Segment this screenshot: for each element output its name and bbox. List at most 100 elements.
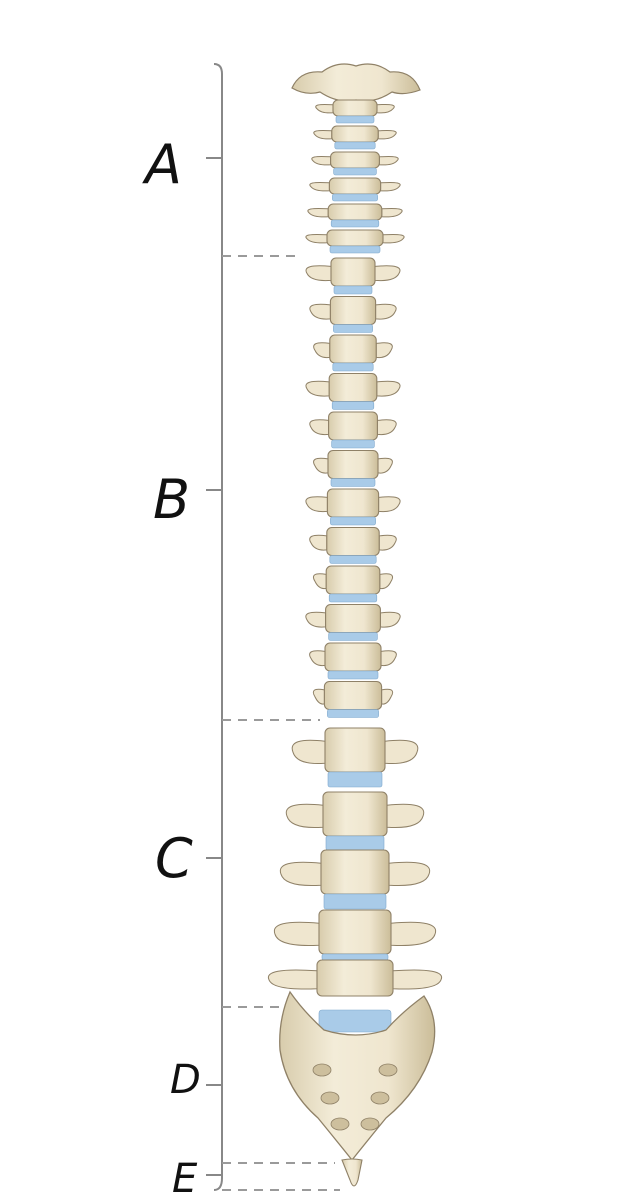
transverse-process-right [378,155,399,166]
intervertebral-disc [332,193,378,202]
thoracic-vertebral-body [329,295,377,326]
transverse-process-right [379,573,394,590]
region-bracket [206,63,223,1191]
sacral-foramen [330,1117,350,1131]
transverse-process-left [285,803,324,829]
transverse-process-right [381,207,403,218]
atlas-vertebra [291,63,421,102]
intervertebral-disc [333,285,373,295]
thoracic-vertebral-body [326,526,380,557]
transverse-process-left [309,650,326,667]
transverse-process-left [305,265,332,282]
transverse-process-right [374,265,401,282]
transverse-process-left [313,457,329,474]
region-boundaries [222,255,340,1191]
intervertebral-disc [331,401,375,410]
transverse-process-left [313,342,331,359]
intervertebral-disc [329,245,381,254]
intervertebral-disc [328,593,378,603]
transverse-process-left [312,688,325,705]
transverse-process-left [309,419,330,436]
transverse-process-right [376,419,397,436]
transverse-process-left [291,739,326,765]
thoracic-vertebral-body [328,411,378,441]
sacral-foramen [370,1091,390,1105]
intervertebral-disc [330,219,380,228]
intervertebral-disc [334,141,376,150]
transverse-process-right [392,969,443,990]
thoracic-vertebral-body [329,334,377,364]
transverse-process-right [382,233,405,244]
transverse-process-left [311,155,332,166]
transverse-process-left [309,181,330,192]
thoracic-vertebral-body [330,257,376,287]
region-label-a: A [142,133,182,196]
thoracic-vertebral-body [328,372,378,403]
sacrum [279,990,436,1162]
transverse-process-left [312,573,327,590]
cervical-vertebral-body [328,177,382,195]
transverse-process-left [305,611,327,628]
sacral-foramen [312,1063,332,1077]
transverse-process-left [305,496,328,513]
region-label-b: B [153,468,190,531]
transverse-process-right [384,739,419,765]
coccyx [341,1158,363,1187]
transverse-process-right [380,181,401,192]
lumbar-vertebral-body [322,791,388,837]
thoracic-vertebral-body [327,449,379,480]
transverse-process-left [305,380,330,397]
intervertebral-disc [328,632,378,641]
transverse-process-right [377,457,393,474]
transverse-process-right [376,380,401,397]
intervertebral-disc [333,167,377,176]
cervical-vertebral-body [326,229,384,247]
region-labels: A B C D E [142,133,201,1200]
transverse-process-right [376,103,395,114]
transverse-process-right [377,129,397,140]
intervertebral-disc [335,115,375,124]
lumbar-vertebral-body [320,849,390,895]
transverse-process-right [378,496,401,513]
sacral-foramen [360,1117,380,1131]
transverse-process-left [307,207,329,218]
intervertebral-disc [323,893,387,910]
transverse-process-right [379,611,401,628]
intervertebral-disc [318,1009,392,1033]
intervertebral-disc [331,439,375,449]
region-label-c: C [155,827,193,890]
transverse-process-left [315,103,334,114]
transverse-process-right [380,650,397,667]
region-label-e: E [172,1156,198,1200]
sacral-foramen [320,1091,340,1105]
intervertebral-disc [321,953,389,961]
lumbar-vertebral-body [316,959,394,997]
transverse-process-right [388,861,431,887]
sacral-foramen [378,1063,398,1077]
transverse-process-left [309,303,331,320]
cervical-vertebral-body [327,203,383,221]
transverse-process-left [313,129,333,140]
transverse-process-left [305,233,328,244]
transverse-process-right [378,534,397,551]
intervertebral-disc [333,324,373,333]
region-label-d: D [170,1057,201,1103]
lumbar-vertebral-body [324,727,386,773]
thoracic-vertebral-body [325,603,381,634]
thoracic-vertebral-body [323,680,383,711]
thoracic-vertebral-body [326,488,380,518]
transverse-process-right [390,921,437,947]
cervical-vertebral-body [332,99,378,117]
transverse-process-right [375,342,393,359]
transverse-process-left [273,921,320,947]
intervertebral-disc [327,771,383,788]
intervertebral-disc [325,835,385,851]
transverse-process-right [386,803,425,829]
spine [267,63,443,1187]
lumbar-vertebral-body [318,909,392,955]
intervertebral-disc [330,478,376,487]
intervertebral-disc [330,516,376,526]
intervertebral-disc [327,670,379,680]
